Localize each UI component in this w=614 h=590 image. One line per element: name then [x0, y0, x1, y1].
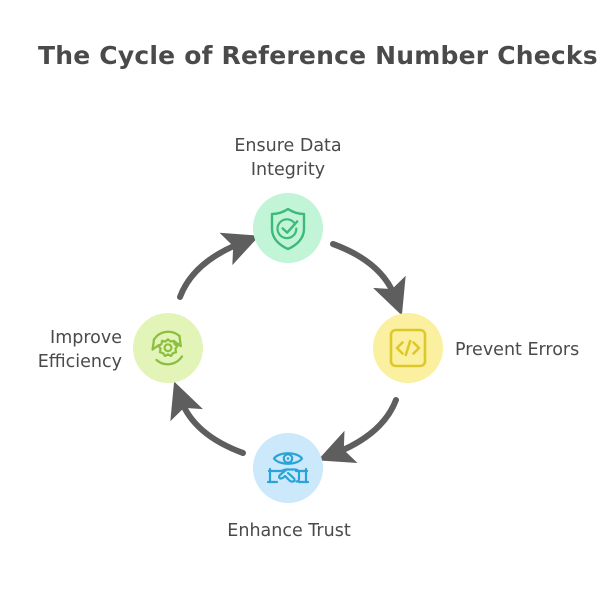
gear-refresh-icon	[151, 330, 184, 366]
node-bubble	[253, 433, 323, 503]
arrow-right-to-bottom	[317, 397, 399, 464]
cycle-node-enhance-trust[interactable]	[253, 433, 323, 503]
shield-check-icon	[270, 207, 306, 251]
node-bubble	[133, 313, 203, 383]
code-brackets-icon	[389, 328, 427, 368]
cycle-label-improve-efficiency: Improve Efficiency	[37, 328, 122, 372]
cycle-label-ensure-data-integrity: Ensure Data Integrity	[234, 136, 342, 180]
node-bubble	[253, 193, 323, 263]
arrow-bottom-to-left	[170, 381, 246, 456]
cycle-label-enhance-trust: Enhance Trust	[227, 521, 351, 541]
page-title: The Cycle of Reference Number Checks	[38, 41, 598, 70]
arrow-top-to-right	[330, 241, 406, 316]
cycle-node-prevent-errors[interactable]	[373, 313, 443, 383]
cycle-label-prevent-errors: Prevent Errors	[455, 340, 580, 360]
eye-handshake-icon	[266, 452, 310, 484]
arrow-left-to-top	[177, 232, 260, 300]
cycle-node-improve-efficiency[interactable]	[133, 313, 203, 383]
cycle-node-ensure-data-integrity[interactable]	[253, 193, 323, 263]
